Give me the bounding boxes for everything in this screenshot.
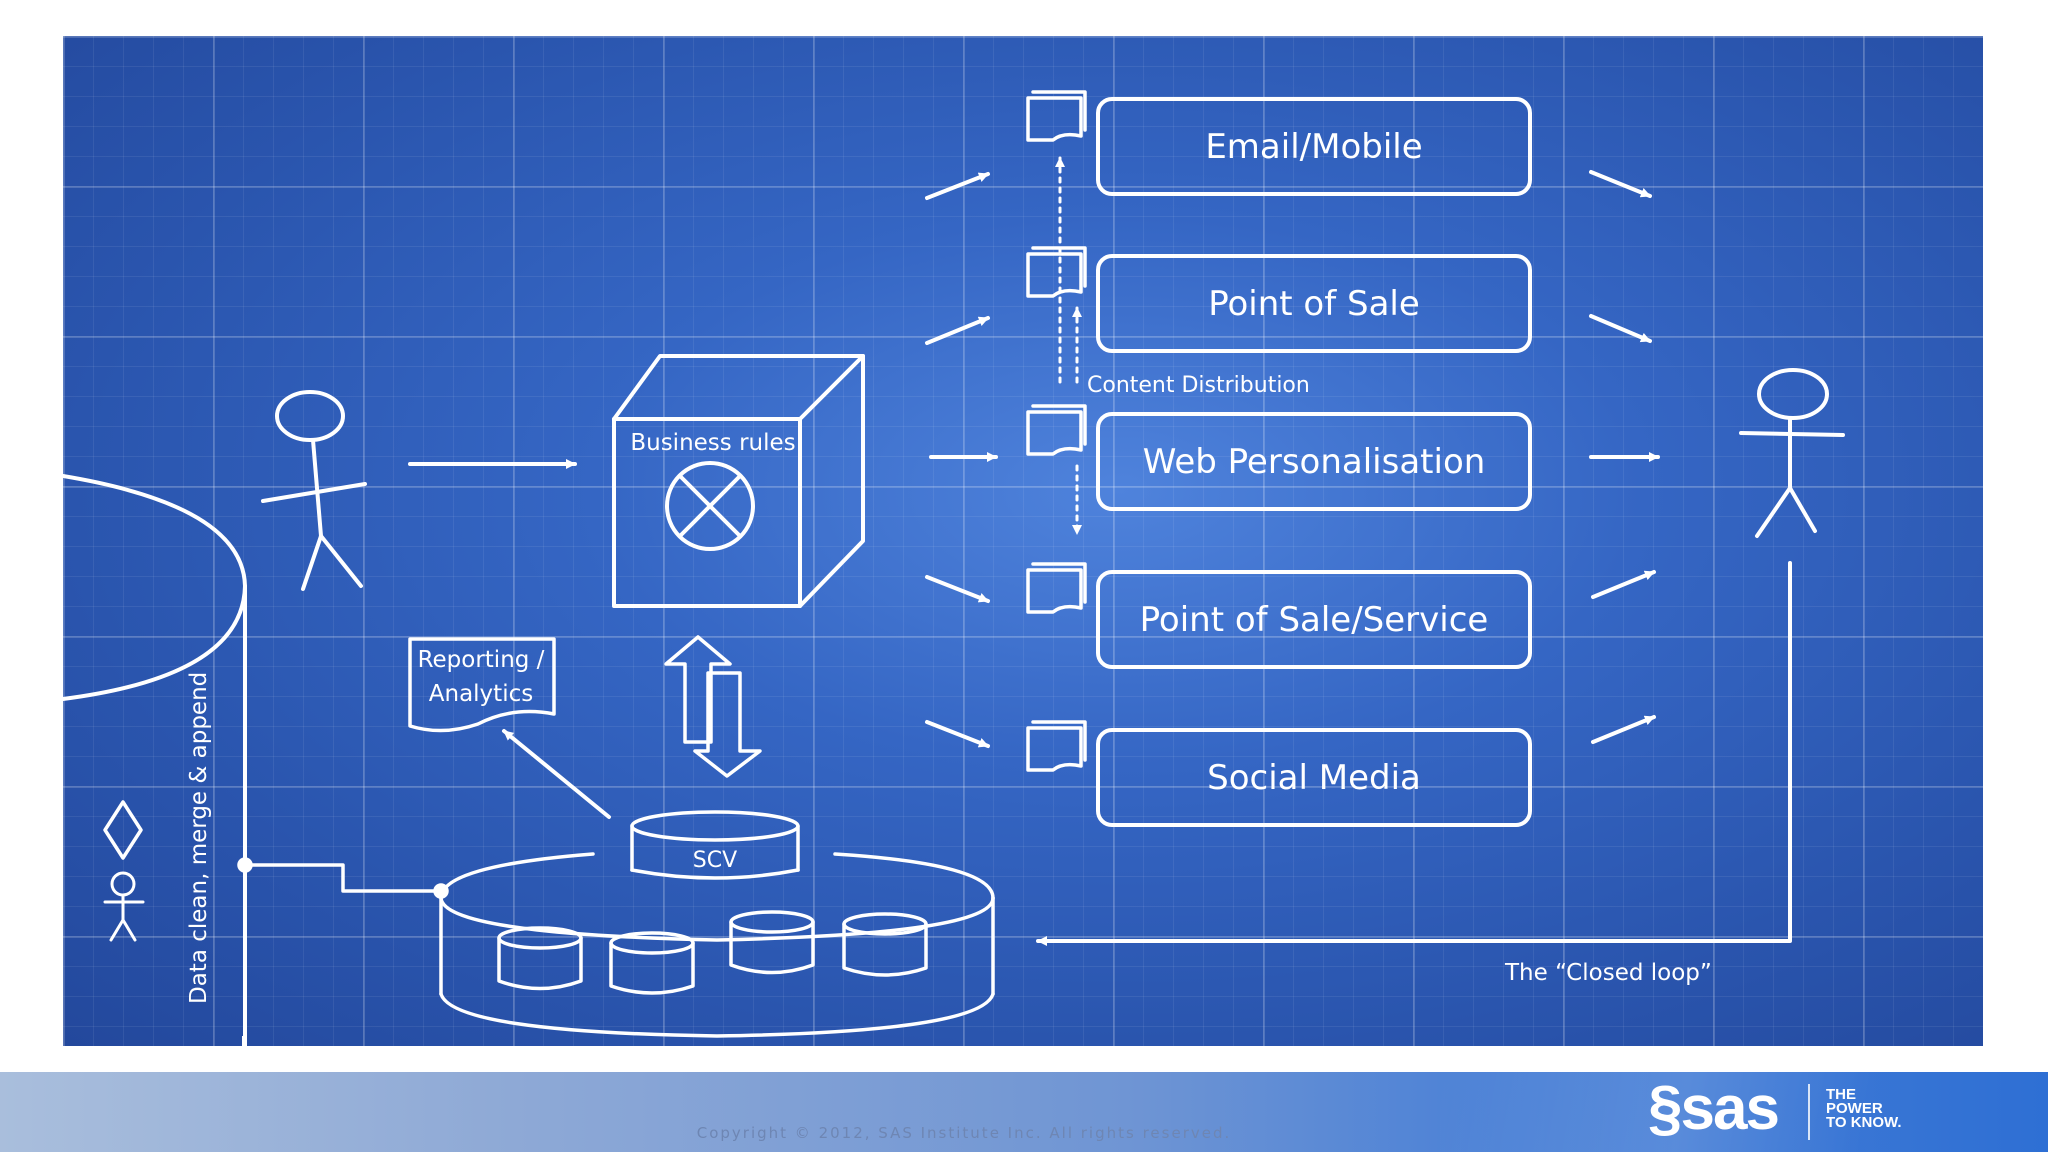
diamond-icon bbox=[103, 800, 143, 860]
reporting-label-line1: Reporting / bbox=[418, 647, 545, 673]
blueprint-grid bbox=[63, 36, 1983, 1046]
logo-tagline: THE POWER TO KNOW. bbox=[1826, 1086, 1936, 1131]
database-disk-3 bbox=[729, 910, 815, 975]
channel-output-arrows bbox=[1589, 170, 1660, 744]
scv-cylinder bbox=[630, 810, 800, 880]
content-distribution-label: Content Distribution bbox=[1087, 373, 1310, 398]
data-clean-label: Data clean, merge & append bbox=[186, 672, 212, 1004]
sas-logo: §sas bbox=[1648, 1074, 1780, 1143]
data-feed-connector bbox=[237, 857, 449, 899]
channel-label-web-personalisation: Web Personalisation bbox=[1143, 442, 1486, 482]
channel-label-social-media: Social Media bbox=[1207, 758, 1421, 798]
content-document-icons bbox=[1026, 90, 1087, 772]
customer-stick-figure-left bbox=[261, 390, 367, 591]
logo-divider bbox=[1808, 1084, 1810, 1140]
x-circle-icon bbox=[665, 461, 755, 551]
reporting-label-line2: Analytics bbox=[429, 681, 533, 707]
customer-stick-figure-right bbox=[1739, 368, 1845, 538]
channel-input-arrows bbox=[925, 172, 998, 748]
database-disk-4 bbox=[842, 912, 928, 977]
bidirectional-arrow bbox=[664, 635, 762, 778]
scv-label: SCV bbox=[693, 848, 737, 873]
copyright-notice: Copyright © 2012, SAS Institute Inc. All… bbox=[0, 1124, 2048, 1142]
channel-box-social-media bbox=[1096, 728, 1532, 827]
channel-box-web-personalisation bbox=[1096, 412, 1532, 511]
channel-box-email-mobile bbox=[1096, 97, 1532, 196]
blueprint-slide: Email/Mobile Point of Sale Web Personali… bbox=[63, 36, 1983, 1046]
business-rules-cube bbox=[612, 354, 865, 608]
closed-loop-diagram: Email/Mobile Point of Sale Web Personali… bbox=[63, 90, 1845, 1046]
footer-sheen bbox=[1440, 1072, 2048, 1152]
database-platter bbox=[439, 852, 995, 1038]
arrow-to-reporting bbox=[502, 729, 611, 819]
small-person-icon bbox=[103, 871, 145, 942]
channel-box-point-of-sale-service bbox=[1096, 570, 1532, 669]
channel-label-point-of-sale-service: Point of Sale/Service bbox=[1140, 600, 1489, 640]
footer-bar bbox=[0, 1072, 2048, 1152]
data-warehouse-cylinder bbox=[63, 474, 247, 1046]
channel-label-point-of-sale: Point of Sale bbox=[1208, 284, 1420, 324]
channel-box-point-of-sale bbox=[1096, 254, 1532, 353]
business-rules-label: Business rules bbox=[630, 430, 795, 456]
tagline-line-3: TO KNOW. bbox=[1826, 1114, 1902, 1131]
database-disk-1 bbox=[497, 926, 583, 991]
closed-loop-label: The “Closed loop” bbox=[1504, 960, 1712, 986]
tagline-line-2: POWER bbox=[1826, 1100, 1883, 1117]
tagline-line-1: THE bbox=[1826, 1086, 1856, 1103]
copyright-text: Copyright © 2012, SAS Institute Inc. All… bbox=[696, 1124, 1232, 1142]
content-distribution-arrows bbox=[1055, 156, 1082, 536]
database-disk-2 bbox=[609, 931, 695, 995]
reporting-analytics-document bbox=[408, 637, 556, 733]
closed-loop-return-arrow bbox=[1036, 561, 1792, 946]
channel-label-email-mobile: Email/Mobile bbox=[1205, 127, 1422, 167]
